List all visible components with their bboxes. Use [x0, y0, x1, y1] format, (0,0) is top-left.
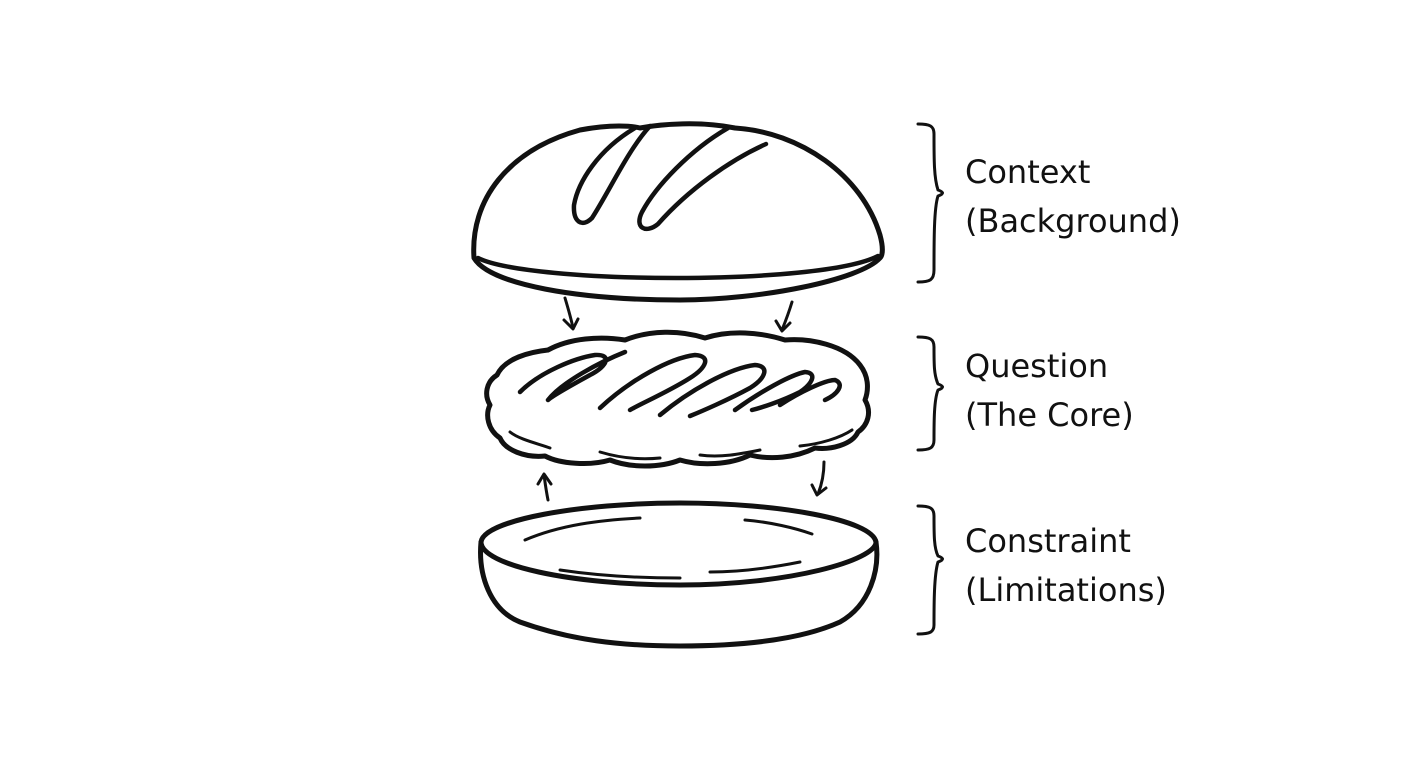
label-question: Question (The Core): [965, 342, 1134, 440]
layer-name: Constraint: [965, 522, 1131, 560]
arrow-down-right: [774, 300, 794, 333]
layer-name: Context: [965, 153, 1091, 191]
arrow-up-left: [536, 472, 553, 502]
bracket-constraint: [916, 504, 944, 636]
layer-detail: (The Core): [965, 396, 1134, 434]
label-context: Context (Background): [965, 148, 1181, 246]
layer-detail: (Background): [965, 202, 1181, 240]
layer-detail: (Limitations): [965, 571, 1167, 609]
bracket-context: [916, 122, 944, 284]
label-constraint: Constraint (Limitations): [965, 517, 1167, 615]
arrow-down-right-lower: [810, 460, 828, 497]
top-bun-icon: [471, 121, 885, 303]
bottom-bun-icon: [478, 500, 880, 649]
bracket-question: [916, 335, 944, 452]
layer-name: Question: [965, 347, 1109, 385]
arrow-down-left: [562, 296, 580, 331]
patty-icon: [484, 329, 871, 469]
